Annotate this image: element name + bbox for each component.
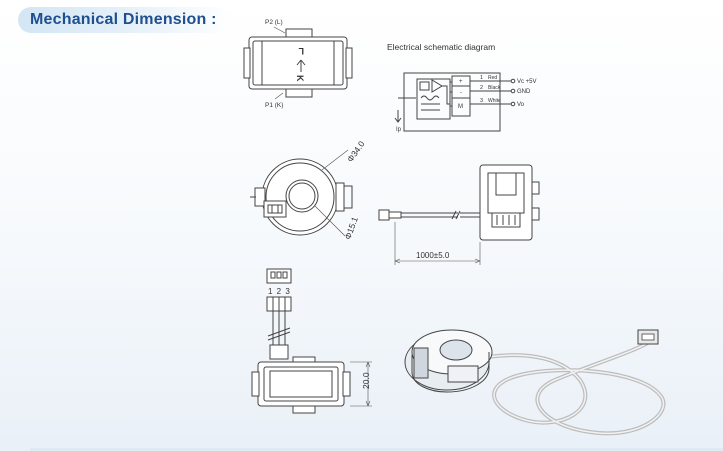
section-header-banner: Mechanical Dimension :	[18, 7, 230, 33]
pin-2-wire-color: Black	[488, 85, 501, 91]
section-title: Mechanical Dimension :	[30, 11, 217, 28]
hinge-icon	[413, 347, 429, 379]
arrow-top-glyph: L	[298, 46, 304, 56]
pin-1-number: 1	[480, 75, 483, 81]
sensor-product-illustration	[404, 329, 666, 436]
bottom-band	[30, 448, 723, 451]
cable-length-dim: 1000±5.0	[416, 251, 450, 260]
p1-label: P1 (K)	[265, 102, 283, 109]
p2-label: P2 (L)	[265, 19, 283, 26]
terminal-gnd-icon	[510, 88, 516, 94]
ip-label: Ip	[396, 127, 402, 133]
terminal-vo-icon	[510, 101, 516, 107]
cable-side-view-drawing: 1000±5.0	[378, 164, 540, 265]
electrical-schematic: Electrical schematic diagram + - M 1 2 3…	[387, 42, 537, 133]
pin-1-symbol: +	[459, 79, 463, 85]
ip-arrow-icon	[394, 110, 402, 123]
pin-1-wire-color: Red	[488, 75, 497, 81]
cable-break-icon	[451, 210, 461, 220]
outer-diameter-dim: Φ34.0	[345, 139, 367, 164]
wire-break-icon	[267, 327, 291, 341]
amplifier-icon	[431, 79, 443, 93]
height-dim: 20.0	[361, 372, 371, 389]
inner-diameter-dim: Φ15.1	[343, 215, 360, 241]
hall-sensor-icon	[419, 81, 430, 91]
ring-view-drawing: Φ34.0 Φ15.1	[250, 139, 367, 241]
pin-3-number: 3	[480, 98, 483, 104]
connector-pin-numbers: 1 2 3	[268, 287, 291, 296]
pin-3-wire-color: White	[488, 98, 501, 104]
pin-2-signal: GND	[517, 89, 531, 95]
arrow-bottom-glyph: K	[295, 75, 305, 82]
pin-1-signal: Vc +5V	[517, 79, 537, 85]
current-direction-arrow-icon	[296, 59, 306, 72]
schematic-title: Electrical schematic diagram	[387, 42, 495, 52]
pin-3-signal: Vo	[517, 102, 525, 108]
pin-2-number: 2	[480, 85, 483, 91]
pin-3-symbol: M	[458, 104, 463, 110]
pin-2-symbol: -	[460, 90, 462, 96]
terminal-vc-icon	[510, 78, 516, 84]
top-view-drawing: P2 (L) P1 (K) L K	[243, 19, 353, 109]
coil-icon	[420, 95, 440, 101]
connector-side-view-drawing: 1 2 3 20.0	[251, 268, 372, 414]
